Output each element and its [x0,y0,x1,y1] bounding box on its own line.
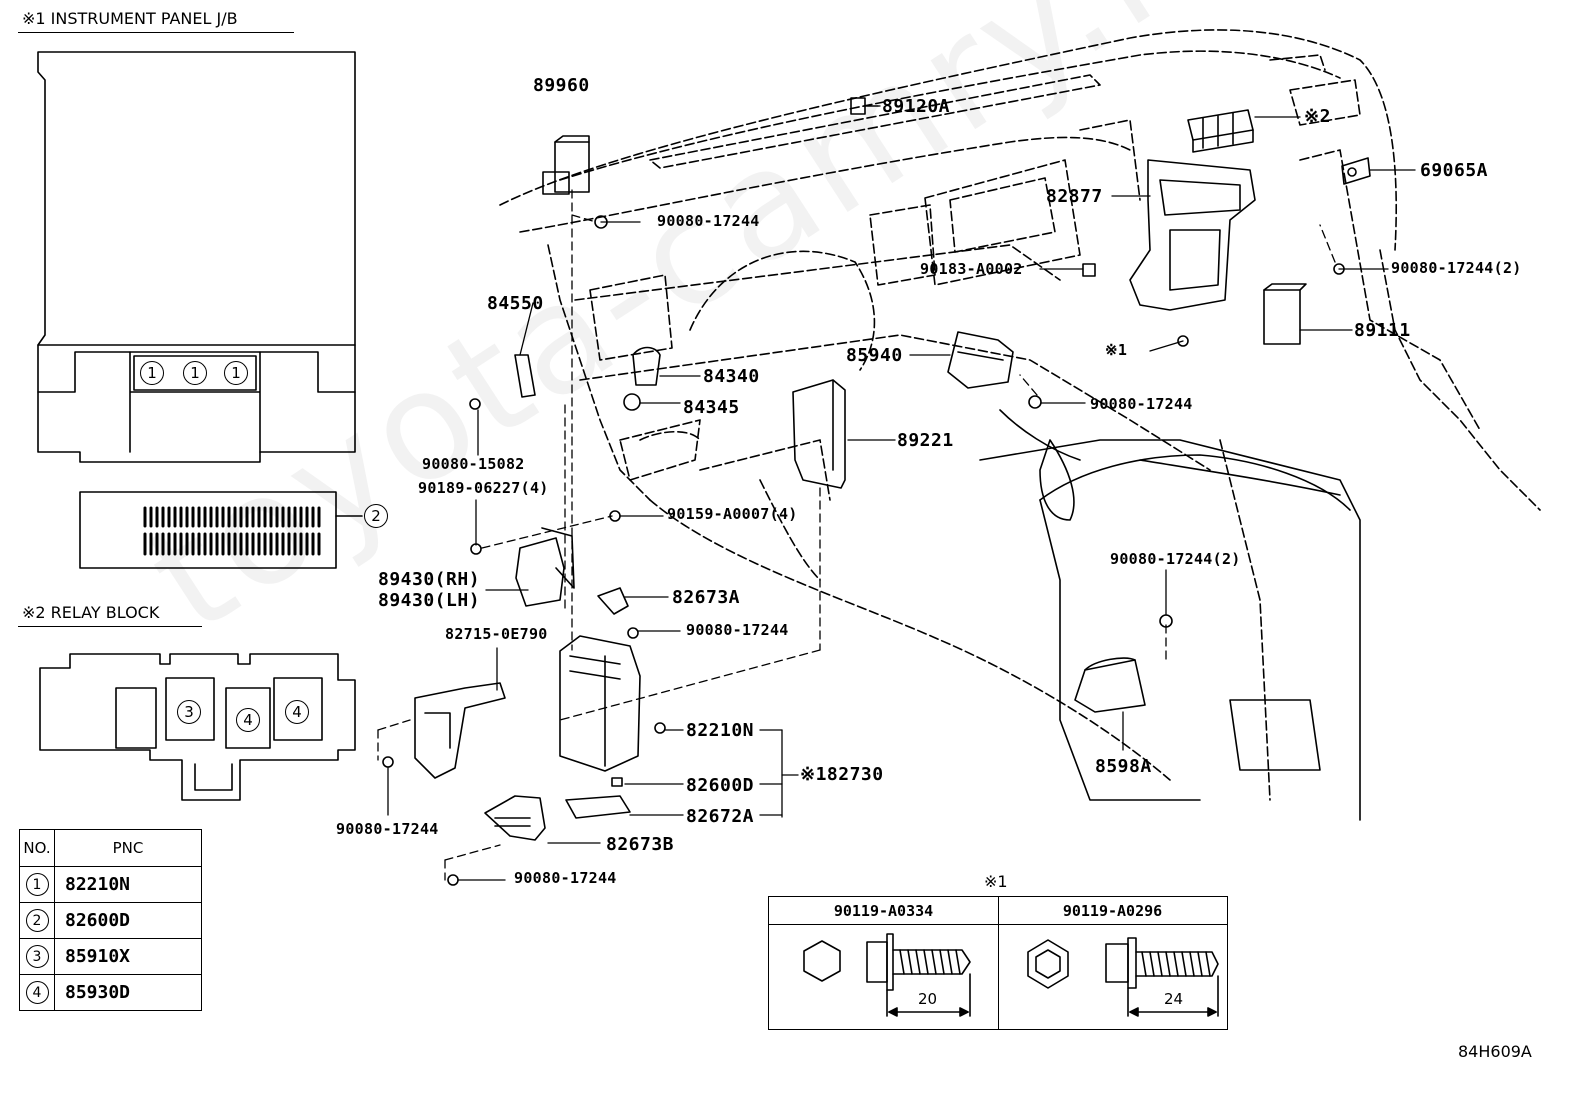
part-label-89430-rh[interactable]: 89430(RH) [378,569,481,590]
legend-row: 2 82600D [19,902,202,939]
bolt-part-1[interactable]: 90119-A0334 [769,897,998,925]
relay-block-ref[interactable]: ※2 [1304,106,1331,127]
legend-number-2: 2 [25,909,49,932]
bolt-ref-1[interactable]: ※1 [1105,341,1128,359]
part-89111 [1263,283,1307,345]
part-89960 [542,135,590,195]
part-label-84550[interactable]: 84550 [487,293,544,314]
part-label-90080-17244-left[interactable]: 90080-17244 [336,820,439,838]
legend-row: 1 82210N [19,866,202,903]
bolt-box-ref: ※1 [984,872,1008,891]
part-label-90080-17244-bottom[interactable]: 90080-17244 [514,869,617,887]
legend-number-3: 3 [25,945,49,968]
jb-slot-1b: 1 [183,361,207,385]
part-label-89120A[interactable]: 89120A [882,96,951,117]
part-label-90080-15082[interactable]: 90080-15082 [422,455,525,473]
jb-connector-2: 2 [364,504,388,528]
jb-slot-1c: 1 [224,361,248,385]
part-label-90189-06227[interactable]: 90189-06227(4) [418,479,549,497]
part-label-82600D[interactable]: 82600D [686,775,755,796]
diagram-code: 84H609A [1458,1042,1532,1061]
part-82672A [565,795,631,819]
part-label-89960[interactable]: 89960 [533,75,590,96]
part-label-82673B[interactable]: 82673B [606,834,675,855]
part-label-90080-17244-2-right[interactable]: 90080-17244(2) [1391,259,1522,277]
part-89221 [792,379,846,489]
relay-slot-4b: 4 [285,700,309,724]
install-lines [377,189,1336,881]
part-label-8598A[interactable]: 8598A [1095,756,1152,777]
part-82877 [1129,159,1256,311]
bolt-box-divider [998,897,999,1029]
pnc-legend-table: NO. PNC 1 82210N 2 82600D 3 85910X 4 859… [19,829,202,1011]
legend-header-pnc: PNC [54,829,202,867]
relay-block-part [1187,109,1254,153]
jb-title-underline [18,32,294,33]
relay-title-underline [18,626,202,627]
part-69065A [1341,157,1371,185]
relay-block-drawing [39,653,356,801]
center-console-drawing [979,409,1361,821]
bolt-length-2: 24 [1164,990,1184,1008]
legend-header-no: NO. [19,829,55,867]
relay-slot-4a: 4 [236,708,260,732]
part-label-85940[interactable]: 85940 [846,345,903,366]
part-label-84340[interactable]: 84340 [703,366,760,387]
relay-slot-3: 3 [177,700,201,724]
legend-row: 3 85910X [19,938,202,975]
part-label-90159-A0007[interactable]: 90159-A0007(4) [667,505,798,523]
part-82730 [559,635,641,772]
part-label-82730[interactable]: ※182730 [800,764,884,785]
part-82673A [597,587,629,615]
part-label-90183-A0002[interactable]: 90183-A0002 [920,260,1023,278]
part-label-90080-17244-2-console[interactable]: 90080-17244(2) [1110,550,1241,568]
relay-section-title: ※2 RELAY BLOCK [22,603,160,622]
part-89120A [850,97,879,115]
part-82715-0E790 [414,682,506,779]
bolt-detail-box: 90119-A0334 90119-A0296 [768,896,1228,1030]
bolt-part-2[interactable]: 90119-A0296 [998,897,1227,925]
part-84550 [514,354,536,398]
dashboard-drawing [499,29,1541,801]
jb-section-title: ※1 INSTRUMENT PANEL J/B [22,9,238,28]
legend-number-4: 4 [25,981,49,1004]
legend-pnc[interactable]: 82600D [54,902,202,939]
part-label-69065A[interactable]: 69065A [1420,160,1489,181]
part-label-89430-lh[interactable]: 89430(LH) [378,590,481,611]
part-label-90080-17244-mid[interactable]: 90080-17244 [686,621,789,639]
instrument-panel-jb-drawing [37,51,363,569]
part-label-84345[interactable]: 84345 [683,397,740,418]
part-label-89111[interactable]: 89111 [1354,320,1411,341]
part-82673B [484,795,546,841]
part-label-82210N[interactable]: 82210N [686,720,755,741]
part-label-82673A[interactable]: 82673A [672,587,741,608]
part-84345 [623,393,641,411]
bolt-length-1: 20 [918,990,938,1008]
bolt-drawings [803,933,1219,1017]
part-84340 [632,346,661,386]
legend-pnc[interactable]: 85930D [54,974,202,1011]
legend-header-row: NO. PNC [19,829,202,867]
leader-lines [387,105,1416,881]
legend-pnc[interactable]: 85910X [54,938,202,975]
part-85940 [947,331,1014,389]
part-label-82715-0E790[interactable]: 82715-0E790 [445,625,548,643]
part-label-90080-17244-center[interactable]: 90080-17244 [1090,395,1193,413]
part-label-90080-17244-top[interactable]: 90080-17244 [657,212,760,230]
legend-pnc[interactable]: 82210N [54,866,202,903]
part-label-82672A[interactable]: 82672A [686,806,755,827]
part-label-82877[interactable]: 82877 [1046,186,1103,207]
legend-row: 4 85930D [19,974,202,1011]
legend-number-1: 1 [25,873,49,896]
jb-slot-1a: 1 [140,361,164,385]
part-label-89221[interactable]: 89221 [897,430,954,451]
part-8598A [1074,657,1146,713]
